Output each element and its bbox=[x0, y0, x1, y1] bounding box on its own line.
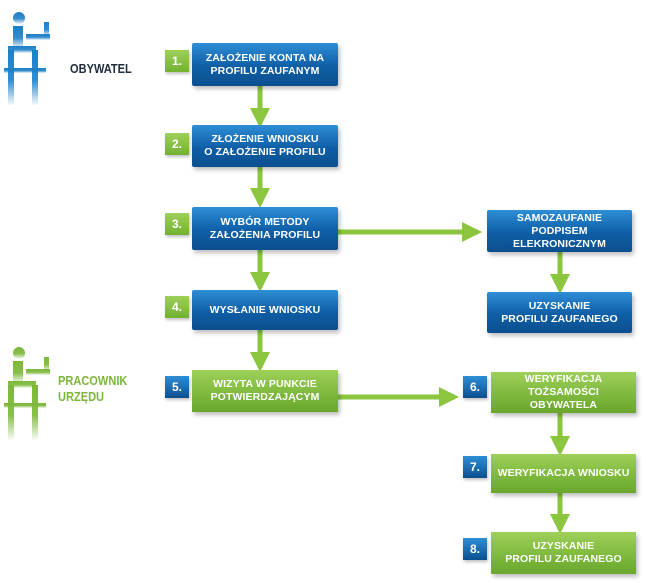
step-number-1: 1. bbox=[165, 50, 189, 72]
person-at-computer-icon bbox=[4, 347, 50, 440]
step-number-8: 8. bbox=[463, 538, 487, 560]
lane-label-obywatel: OBYWATEL bbox=[70, 61, 132, 76]
step-number-3: 3. bbox=[165, 213, 189, 235]
step-4-box: WYSŁANIE WNIOSKU bbox=[192, 290, 338, 330]
lane-label-pracownik-urzedu: PRACOWNIK URZĘDU bbox=[58, 373, 128, 404]
step-number-2: 2. bbox=[165, 133, 189, 155]
person-at-computer-icon bbox=[4, 12, 50, 105]
step-number-4: 4. bbox=[165, 296, 189, 318]
step-number-7: 7. bbox=[463, 456, 487, 478]
step-number-5: 5. bbox=[165, 376, 189, 398]
step-7-box: WERYFIKACJA WNIOSKU bbox=[491, 454, 636, 493]
step-number-6: 6. bbox=[463, 376, 487, 398]
